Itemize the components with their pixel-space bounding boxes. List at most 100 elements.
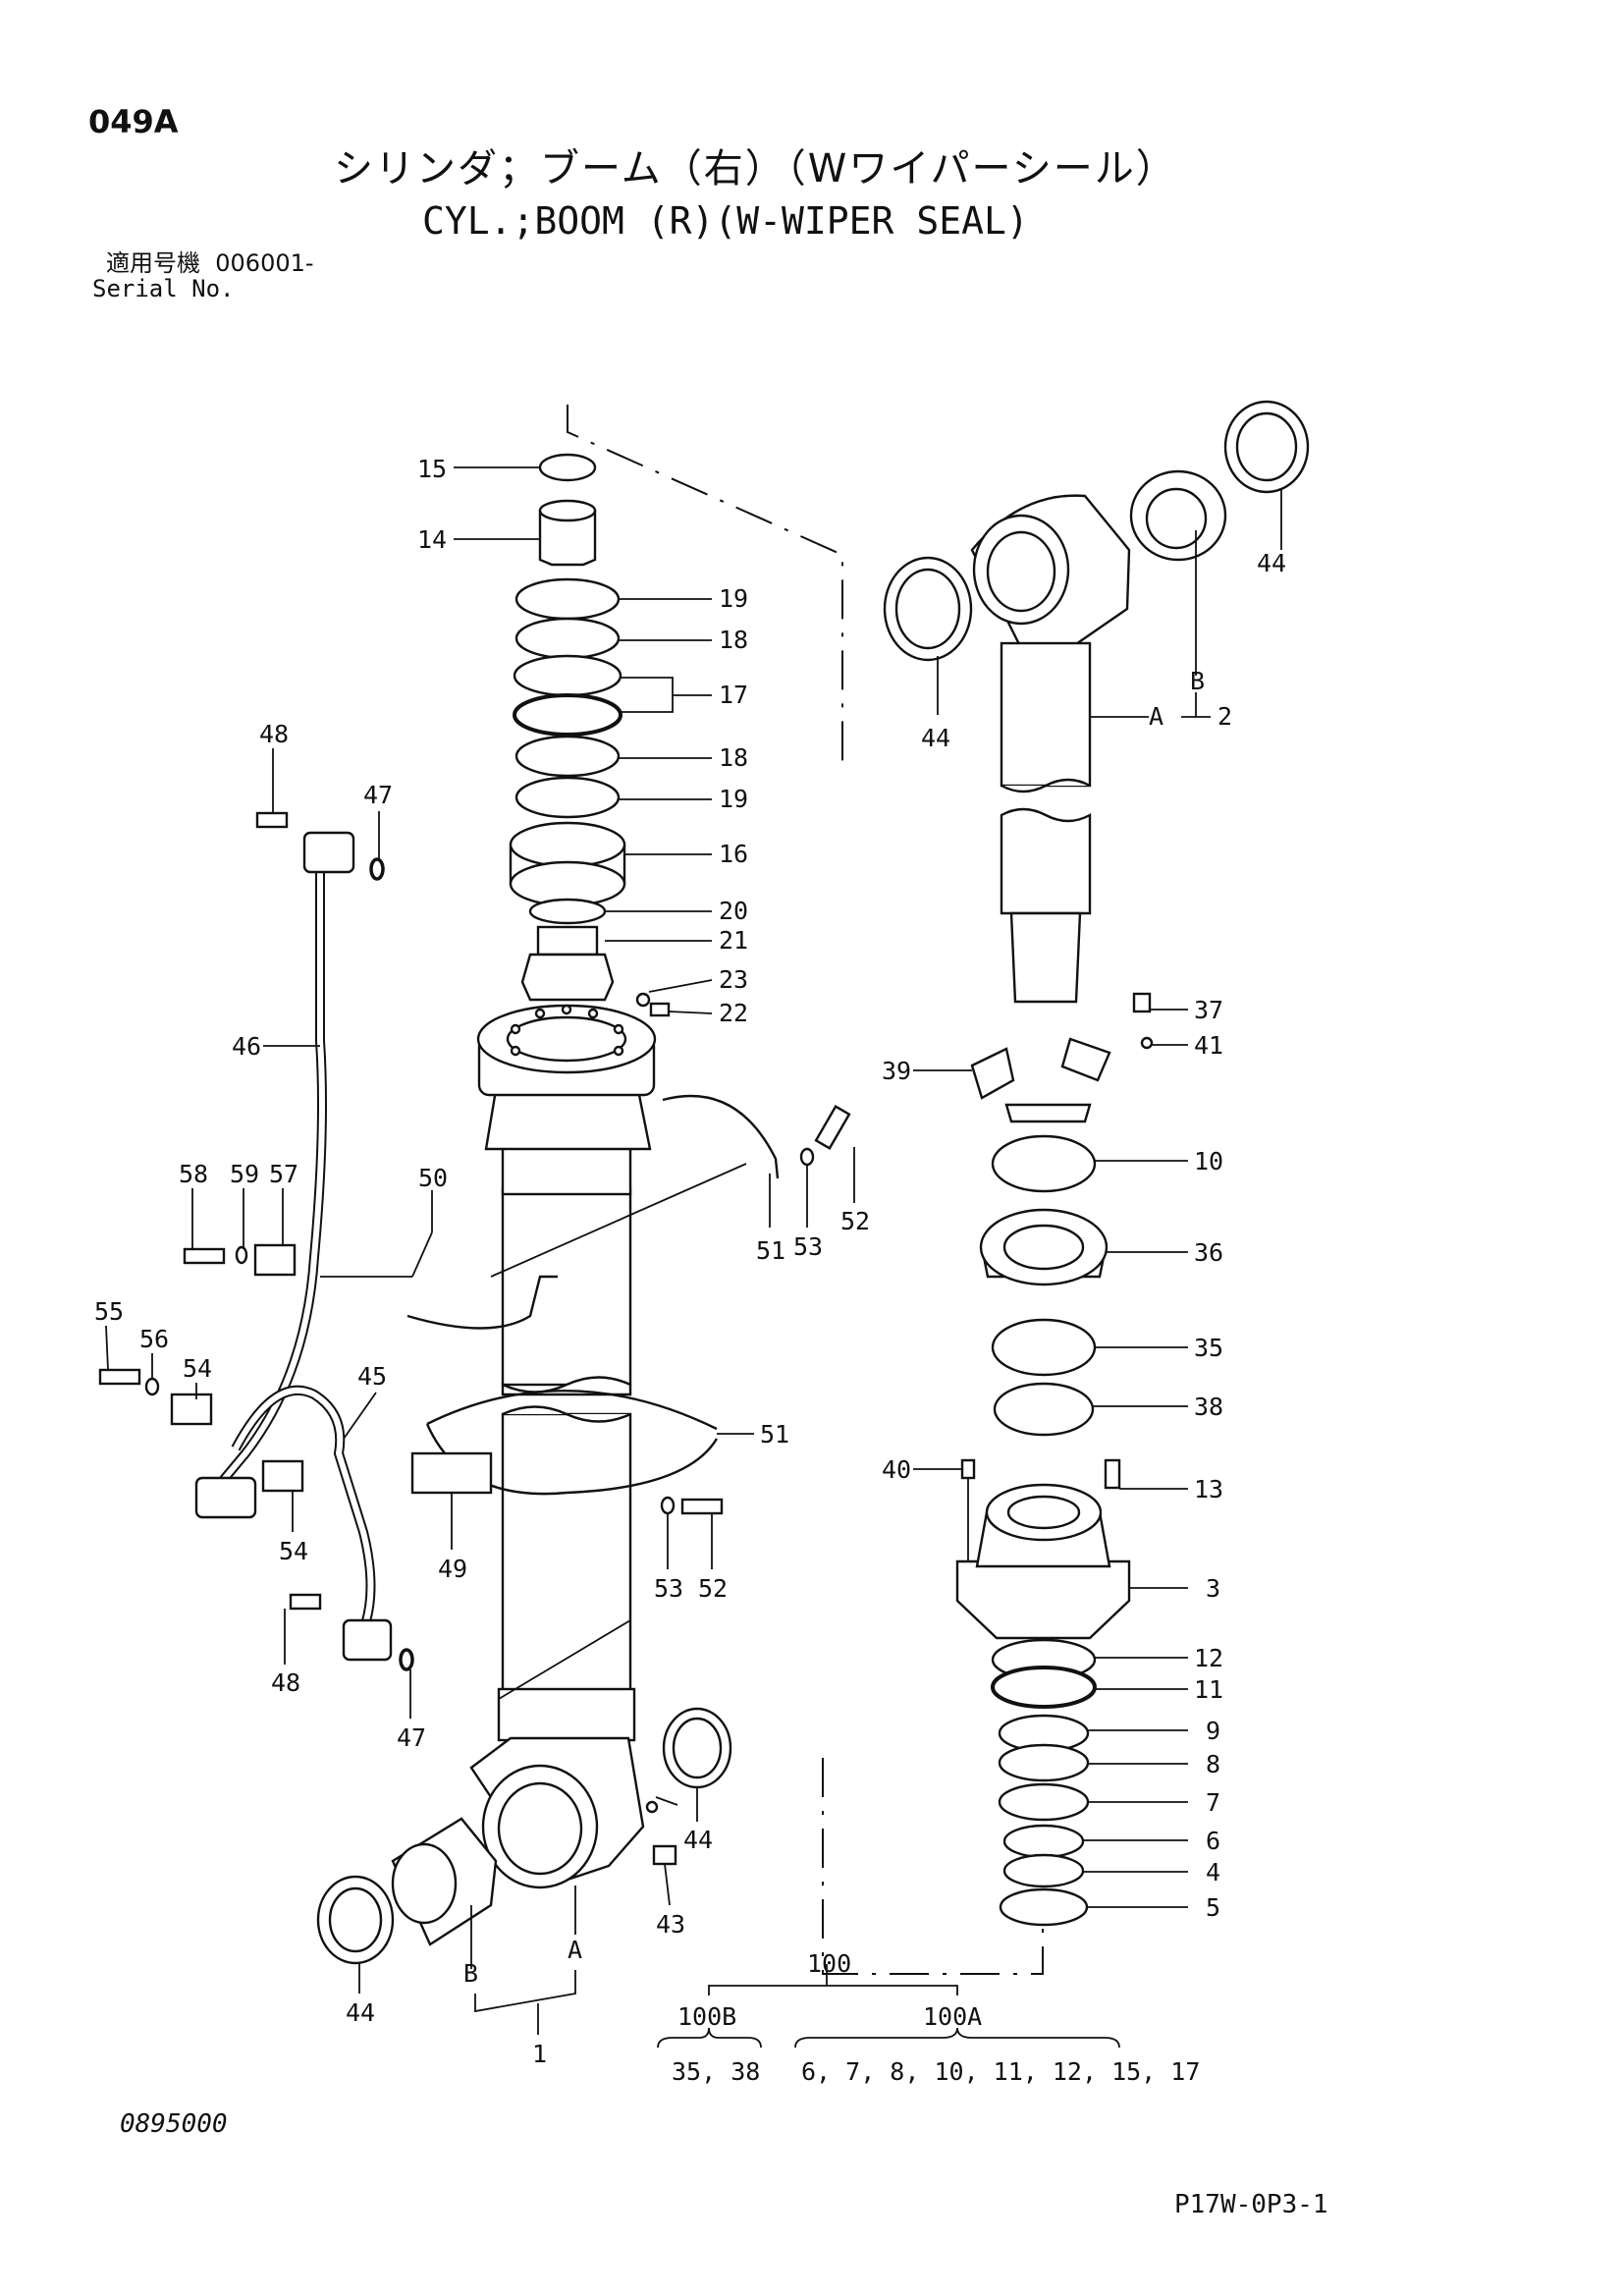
part-11-ring bbox=[991, 1666, 1097, 1709]
callout-21: 21 bbox=[719, 926, 748, 955]
flange-bolt-hole bbox=[613, 1045, 624, 1057]
pipe-flange-top bbox=[302, 831, 355, 874]
callout-52: 52 bbox=[698, 1574, 728, 1603]
callout-13: 13 bbox=[1194, 1475, 1223, 1503]
callout-45: 45 bbox=[357, 1362, 387, 1391]
part-49-bracket bbox=[410, 1451, 493, 1495]
callout-48: 48 bbox=[271, 1668, 300, 1697]
rod-upper bbox=[1000, 641, 1092, 788]
flange-bolt-hole bbox=[561, 1004, 572, 1015]
kit-100A-parts: 6, 7, 8, 10, 11, 12, 15, 17 bbox=[801, 2057, 1200, 2086]
callout-19: 19 bbox=[719, 584, 748, 613]
part-47-oring-top bbox=[369, 857, 385, 881]
callout-59: 59 bbox=[230, 1160, 259, 1188]
callout-56: 56 bbox=[139, 1325, 169, 1353]
leader-lines bbox=[105, 466, 1282, 2035]
kit-100B-parts: 35, 38 bbox=[672, 2057, 760, 2086]
alignment-lines bbox=[567, 405, 1044, 1975]
ref-B-bottom: B bbox=[463, 1959, 478, 1988]
ref-A-rod: A bbox=[1149, 702, 1163, 731]
callout-38: 38 bbox=[1194, 1393, 1223, 1421]
tube-lower-body bbox=[501, 1412, 632, 1711]
part-17-ring-b bbox=[513, 693, 622, 737]
flange-bolt-hole bbox=[587, 1008, 599, 1019]
callout-35: 35 bbox=[1194, 1334, 1223, 1362]
serial-label-en: Serial No. bbox=[92, 275, 235, 302]
rod-eye-bore bbox=[986, 530, 1056, 613]
callout-43: 43 bbox=[656, 1910, 685, 1939]
callout-20: 20 bbox=[719, 897, 748, 925]
callout-54: 54 bbox=[279, 1537, 308, 1565]
tube-collar bbox=[497, 1687, 636, 1742]
tube-head-taper bbox=[484, 1088, 652, 1151]
kit-100A: 100A bbox=[923, 2002, 982, 2031]
callout-18: 18 bbox=[719, 626, 748, 654]
part-35-ring bbox=[991, 1318, 1097, 1377]
grease-port bbox=[645, 1800, 659, 1814]
part-57-plate bbox=[253, 1243, 297, 1277]
callout-39: 39 bbox=[882, 1057, 911, 1085]
bottom-pin-parts bbox=[316, 1707, 732, 1965]
serial-label-jp: 適用号機 bbox=[106, 249, 200, 277]
part-50-clamp bbox=[406, 1275, 558, 1330]
pipe-flange-bottom bbox=[342, 1618, 393, 1662]
callout-7: 7 bbox=[1206, 1788, 1220, 1817]
title-english: CYL.;BOOM (R)(W-WIPER SEAL) bbox=[422, 199, 1029, 243]
callout-51: 51 bbox=[756, 1236, 785, 1265]
rod-thread bbox=[1009, 911, 1082, 1004]
callout-3: 3 bbox=[1206, 1574, 1220, 1603]
callout-46: 46 bbox=[232, 1032, 261, 1061]
part-44-ring-bottom-left-inner bbox=[328, 1886, 383, 1953]
callout-18: 18 bbox=[719, 743, 748, 772]
part-5-ring bbox=[999, 1887, 1089, 1927]
flange-bolt-hole bbox=[534, 1008, 546, 1019]
part-45-pipe-core bbox=[233, 1387, 374, 1632]
callout-53: 53 bbox=[654, 1574, 683, 1603]
callout-44: 44 bbox=[1257, 549, 1286, 577]
part-54-plate-right bbox=[261, 1459, 304, 1493]
page-reference: P17W-0P3-1 bbox=[1174, 2190, 1328, 2219]
callout-44: 44 bbox=[683, 1826, 713, 1854]
callout-52: 52 bbox=[840, 1207, 870, 1235]
callout-51: 51 bbox=[760, 1420, 789, 1449]
part-19-ring-lower bbox=[514, 776, 621, 819]
callout-9: 9 bbox=[1206, 1717, 1220, 1745]
part-58-bolt bbox=[183, 1247, 226, 1265]
part-44-ring-rod-right-inner bbox=[1235, 411, 1298, 482]
part-23-ball bbox=[635, 992, 651, 1008]
callout-10: 10 bbox=[1194, 1147, 1223, 1175]
piston-rod bbox=[883, 400, 1310, 1004]
piston-stack bbox=[955, 992, 1154, 1927]
callout-49: 49 bbox=[438, 1555, 467, 1583]
bottom-eye-bore bbox=[497, 1781, 583, 1876]
part-3-head-bore bbox=[1006, 1495, 1081, 1530]
head-flange-bore bbox=[506, 1015, 627, 1063]
part-14-top bbox=[538, 499, 597, 522]
callout-47: 47 bbox=[363, 781, 393, 809]
callout-55: 55 bbox=[94, 1297, 124, 1326]
part-20-ring bbox=[528, 898, 607, 925]
callout-19: 19 bbox=[719, 785, 748, 813]
callout-54: 54 bbox=[183, 1354, 212, 1383]
part-54-plate-left bbox=[170, 1393, 213, 1426]
callout-2: 2 bbox=[1217, 702, 1232, 731]
part-53-washer-lower bbox=[660, 1496, 676, 1515]
part-15-seal bbox=[538, 453, 597, 482]
callout-37: 37 bbox=[1194, 996, 1223, 1024]
part-38-ring bbox=[993, 1382, 1095, 1437]
part-56-washer bbox=[144, 1377, 160, 1396]
part-44-ring-rod-left-inner bbox=[894, 568, 961, 650]
piping-and-clamps bbox=[98, 811, 851, 1671]
callout-4: 4 bbox=[1206, 1858, 1220, 1886]
part-22-setscrew bbox=[649, 1002, 671, 1017]
part-46-pipe-core bbox=[218, 864, 325, 1485]
part-44-ring-bottom-right-inner bbox=[672, 1717, 723, 1779]
part-3-head-base bbox=[955, 1559, 1131, 1640]
callout-47: 47 bbox=[397, 1723, 426, 1752]
part-52-bolt-upper bbox=[814, 1105, 851, 1150]
tube-break-lower bbox=[502, 1405, 631, 1423]
callout-labels: 15 14 19 18 17 18 19 16 20 21 23 22 A B … bbox=[94, 455, 1286, 2086]
callout-48: 48 bbox=[259, 720, 289, 748]
callout-17: 17 bbox=[719, 681, 748, 709]
flange-bolt-hole bbox=[510, 1045, 521, 1057]
